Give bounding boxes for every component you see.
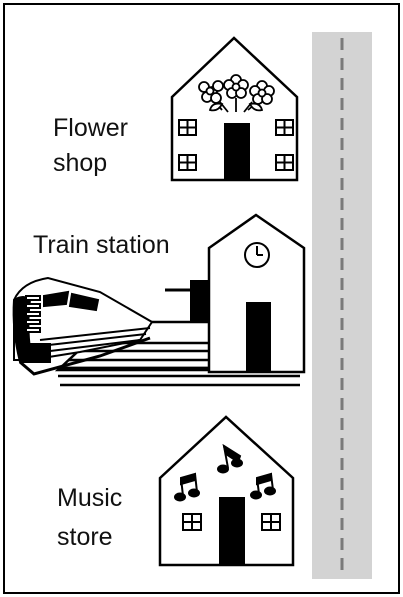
road: [312, 32, 372, 579]
train-station-label: Train station: [33, 231, 170, 259]
door: [224, 123, 250, 180]
door: [246, 302, 271, 372]
music-store-label-line1: Music: [57, 484, 122, 512]
flower-shop-label-line1: Flower: [53, 114, 128, 142]
music-store-building: [160, 417, 293, 565]
door: [219, 497, 245, 565]
signal-post: [165, 280, 210, 322]
flower-shop-label-line2: shop: [53, 149, 107, 177]
flower-shop-building: [172, 38, 297, 180]
clock-icon: [245, 243, 269, 267]
music-store-label-line2: store: [57, 523, 113, 551]
